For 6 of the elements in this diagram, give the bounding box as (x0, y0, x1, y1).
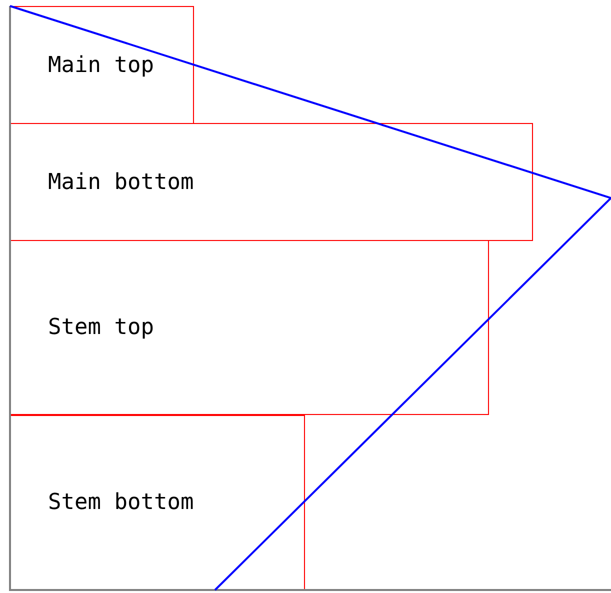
box-label: Stem bottom (48, 490, 194, 515)
box-label: Stem top (48, 315, 154, 340)
box-label: Main bottom (48, 170, 194, 194)
outlined-box (10, 240, 489, 415)
box-label: Main top (48, 52, 154, 78)
outlined-box (10, 415, 305, 590)
